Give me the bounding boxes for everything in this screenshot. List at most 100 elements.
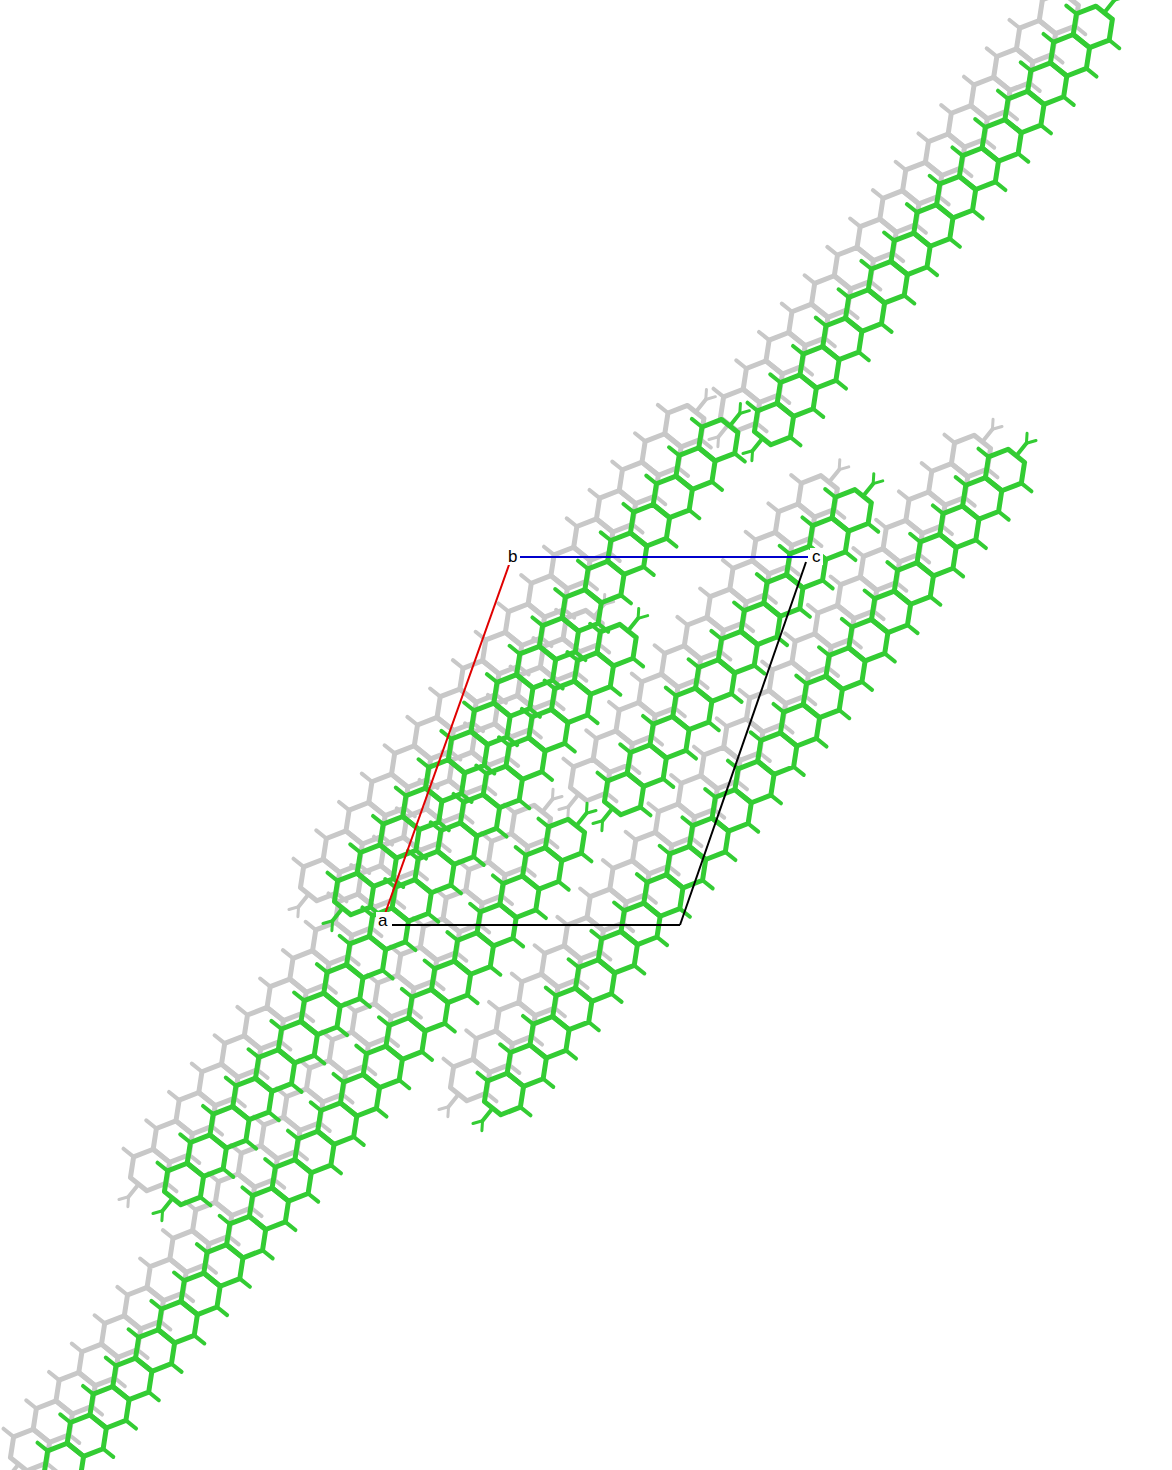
green-molecule: [334, 1074, 344, 1082]
green-molecule: [1114, 0, 1124, 1]
grey-molecule: [717, 718, 727, 726]
green-molecule: [576, 813, 586, 825]
grey-molecule: [237, 1007, 247, 1015]
green-molecule: [294, 993, 304, 1001]
grey-molecule: [489, 1002, 499, 1010]
green-molecule: [220, 1216, 230, 1224]
green-molecule: [682, 817, 692, 825]
grey-molecule: [521, 575, 531, 583]
grey-molecule: [293, 859, 303, 867]
green-molecule: [643, 716, 653, 724]
grey-molecule: [443, 1059, 453, 1067]
green-molecule: [532, 617, 542, 625]
green-molecule: [859, 352, 869, 360]
green-molecule: [197, 1244, 207, 1252]
green-molecule: [477, 1073, 487, 1081]
green-molecule: [451, 885, 461, 893]
c-axis: [520, 556, 808, 558]
green-molecule: [978, 449, 988, 457]
green-molecule: [513, 938, 523, 946]
green-molecule: [794, 767, 804, 775]
green-molecule: [263, 1250, 273, 1258]
green-molecule: [356, 1046, 366, 1054]
green-molecule: [536, 910, 546, 918]
cell-edge: [392, 924, 680, 926]
green-molecule: [825, 489, 835, 497]
grey-molecule: [512, 974, 522, 982]
green-molecule: [836, 380, 846, 388]
grey-molecule: [992, 426, 1002, 429]
green-molecule: [660, 846, 670, 854]
grey-molecule: [808, 605, 818, 613]
grey-molecule: [632, 674, 642, 682]
green-molecule: [842, 619, 852, 627]
green-molecule: [157, 1163, 167, 1171]
cell-edge: [680, 562, 806, 925]
green-molecule: [566, 1050, 576, 1058]
grey-molecule: [964, 77, 974, 85]
grey-molecule: [466, 1030, 476, 1038]
grey-molecule: [498, 603, 508, 611]
a-axis: [381, 562, 510, 925]
green-molecule: [314, 1055, 324, 1063]
green-molecule: [663, 779, 673, 787]
grey-molecule: [95, 1315, 105, 1323]
green-molecule: [461, 794, 471, 802]
green-molecule: [884, 233, 894, 241]
green-molecule: [751, 732, 761, 740]
green-molecule: [575, 652, 585, 660]
green-molecule: [709, 722, 719, 730]
green-molecule: [569, 959, 579, 967]
green-molecule: [373, 816, 383, 824]
green-molecule: [333, 908, 343, 920]
grey-molecule: [740, 690, 750, 698]
green-molecule: [999, 512, 1009, 520]
green-molecule: [565, 743, 575, 751]
green-molecule: [1018, 154, 1028, 162]
green-molecule: [308, 1194, 318, 1202]
green-molecule: [203, 1106, 213, 1114]
green-molecule: [973, 210, 983, 218]
green-molecule: [703, 880, 713, 888]
grey-molecule: [163, 1230, 173, 1238]
grey-molecule: [896, 162, 906, 170]
green-molecule: [1064, 97, 1074, 105]
grey-molecule: [805, 275, 815, 283]
green-molecule: [523, 1016, 533, 1024]
green-molecule: [666, 538, 676, 546]
green-molecule: [402, 989, 412, 997]
grey-molecule: [696, 399, 706, 411]
green-molecule: [800, 609, 810, 617]
green-molecule: [813, 409, 823, 417]
grey-molecule: [316, 830, 326, 838]
green-molecule: [730, 413, 740, 425]
green-molecule: [868, 524, 878, 532]
green-molecule: [591, 931, 601, 939]
grey-molecule: [899, 491, 909, 499]
grey-molecule: [140, 1259, 150, 1267]
grey-molecule: [580, 889, 590, 897]
green-molecule: [507, 737, 517, 745]
grey-molecule: [709, 437, 719, 440]
green-molecule: [383, 970, 393, 978]
green-molecule: [354, 1137, 364, 1145]
green-molecule: [748, 824, 758, 832]
grey-molecule: [586, 730, 596, 738]
green-molecule: [640, 807, 650, 815]
grey-molecule: [918, 133, 928, 141]
grey-molecule: [782, 304, 792, 312]
grey-molecule: [557, 917, 567, 925]
grey-molecule: [119, 1197, 129, 1200]
green-molecule: [396, 788, 406, 796]
green-molecule: [1021, 483, 1031, 491]
green-molecule: [950, 239, 960, 247]
green-molecule: [151, 1301, 161, 1309]
grey-molecule: [759, 332, 769, 340]
green-molecule: [819, 647, 829, 655]
green-molecule: [578, 561, 588, 569]
green-molecule: [862, 682, 872, 690]
green-molecule: [543, 1079, 553, 1087]
green-molecule: [323, 921, 333, 924]
green-molecule: [953, 568, 963, 576]
